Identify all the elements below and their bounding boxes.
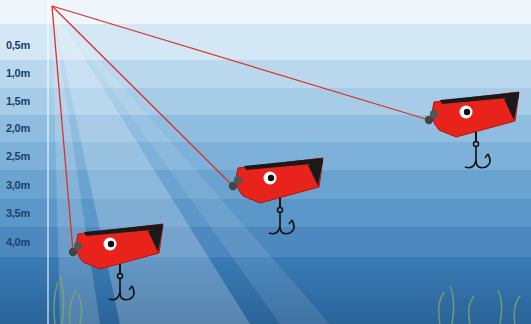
rod-axis	[47, 0, 49, 324]
depth-label: 3,5m	[6, 206, 30, 220]
fishing-lines	[52, 6, 429, 252]
depth-label: 1,5m	[6, 94, 30, 108]
depth-label: 0,5m	[6, 38, 30, 52]
depth-label: 4,0m	[6, 235, 30, 249]
depth-label: 1,0m	[6, 66, 30, 80]
lure-deep	[69, 224, 163, 300]
lure-shallow	[425, 92, 519, 168]
depth-label: 2,0m	[6, 121, 30, 135]
light-beams	[52, 6, 330, 324]
depth-label: 3,0m	[6, 178, 30, 192]
lure-middle	[229, 158, 323, 234]
depth-label: 2,5m	[6, 149, 30, 163]
